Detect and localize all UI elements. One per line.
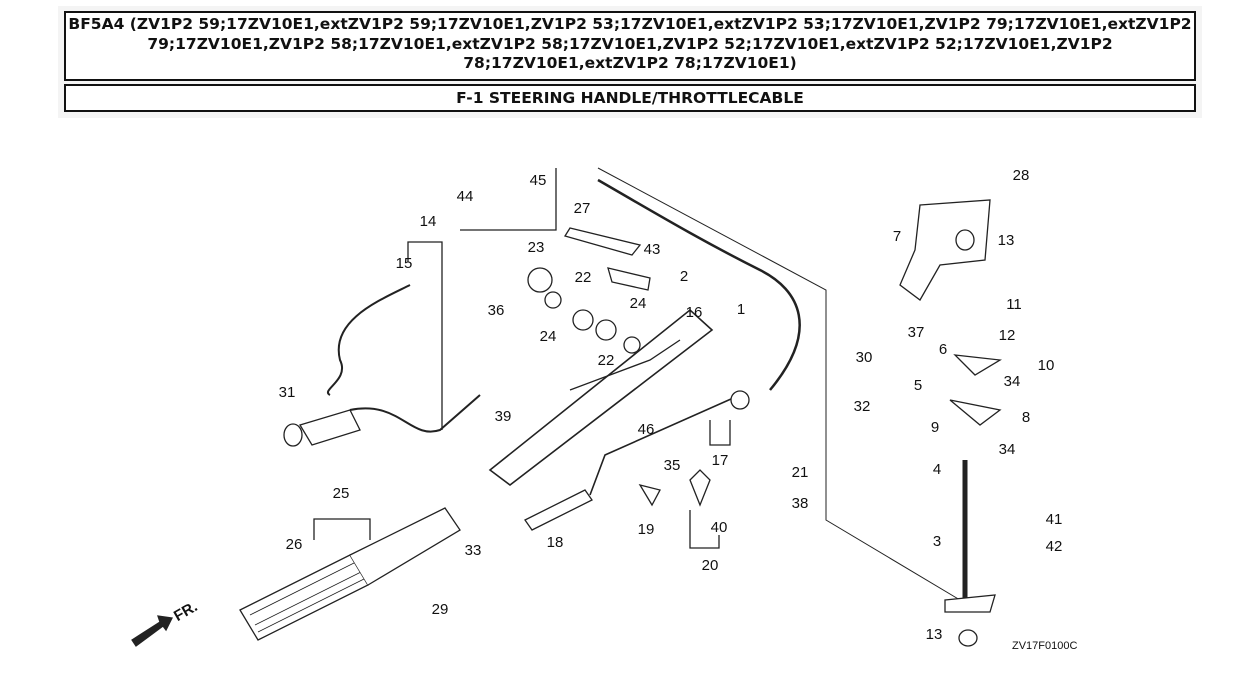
steering-handle xyxy=(488,308,714,487)
grip-26 xyxy=(239,554,369,641)
callout-9: 9 xyxy=(931,419,939,436)
drawing-code: ZV17F0100C xyxy=(1012,640,1077,652)
callout-34: 34 xyxy=(999,441,1016,458)
front-arrow-icon xyxy=(131,615,173,647)
bracket-20 xyxy=(689,510,720,549)
callout-23: 23 xyxy=(528,239,545,256)
bracket-17 xyxy=(709,420,731,446)
bracket-25 xyxy=(313,518,371,540)
grip-sleeve xyxy=(349,507,461,586)
callout-45: 45 xyxy=(530,172,547,189)
callout-24: 24 xyxy=(540,328,557,345)
callout-22: 22 xyxy=(598,352,615,369)
callout-37: 37 xyxy=(908,324,925,341)
callout-41: 41 xyxy=(1046,511,1063,528)
reference-line xyxy=(597,167,961,601)
callout-8: 8 xyxy=(1022,409,1030,426)
callout-44: 44 xyxy=(457,188,474,205)
callout-10: 10 xyxy=(1038,357,1055,374)
stop-cord xyxy=(327,284,411,396)
callout-6: 6 xyxy=(939,341,947,358)
callout-42: 42 xyxy=(1046,538,1063,555)
callout-1: 1 xyxy=(737,301,745,318)
callout-38: 38 xyxy=(792,495,809,512)
callout-2: 2 xyxy=(680,268,688,285)
callout-5: 5 xyxy=(914,377,922,394)
model-title: BF5A4 (ZV1P2 59;17ZV10E1,extZV1P2 59;17Z… xyxy=(64,11,1196,81)
callout-34: 34 xyxy=(1004,373,1021,390)
callout-4: 4 xyxy=(933,461,941,478)
callout-31: 31 xyxy=(279,384,296,401)
handle-detail xyxy=(569,339,681,391)
callout-13: 13 xyxy=(926,626,943,643)
callout-12: 12 xyxy=(999,327,1016,344)
front-arrow-label: FR. xyxy=(171,598,200,625)
callout-39: 39 xyxy=(495,408,512,425)
part-31 xyxy=(283,423,303,447)
callout-13: 13 xyxy=(998,232,1015,249)
callout-36: 36 xyxy=(488,302,505,319)
callout-40: 40 xyxy=(711,519,728,536)
section-title: F-1 STEERING HANDLE/THROTTLECABLE xyxy=(64,84,1196,112)
callout-43: 43 xyxy=(644,241,661,258)
callout-3: 3 xyxy=(933,533,941,550)
diagram-lines xyxy=(131,167,1002,647)
callout-21: 21 xyxy=(792,464,809,481)
throttle-rod xyxy=(589,394,741,496)
callout-33: 33 xyxy=(465,542,482,559)
callout-15: 15 xyxy=(396,255,413,272)
callout-27: 27 xyxy=(574,200,591,217)
inset-border xyxy=(460,168,557,231)
callout-14: 14 xyxy=(420,213,437,230)
throttle-cable xyxy=(597,178,801,391)
callout-46: 46 xyxy=(638,421,655,438)
callout-11: 11 xyxy=(1006,296,1022,313)
callout-24: 24 xyxy=(630,295,647,312)
callout-22: 22 xyxy=(575,269,592,286)
stop-switch xyxy=(299,409,361,446)
callout-30: 30 xyxy=(856,349,873,366)
callout-17: 17 xyxy=(712,452,729,469)
callout-35: 35 xyxy=(664,457,681,474)
callout-29: 29 xyxy=(432,601,449,618)
callout-18: 18 xyxy=(547,534,564,551)
callout-20: 20 xyxy=(702,557,719,574)
plate-18 xyxy=(524,489,593,531)
bracket-14 xyxy=(407,241,443,430)
callout-26: 26 xyxy=(286,536,303,553)
callout-25: 25 xyxy=(333,485,350,502)
bracket-7 xyxy=(899,199,991,301)
callout-19: 19 xyxy=(638,521,655,538)
callout-28: 28 xyxy=(1013,167,1030,184)
callout-16: 16 xyxy=(686,304,703,321)
callout-32: 32 xyxy=(854,398,871,415)
callout-7: 7 xyxy=(893,228,901,245)
